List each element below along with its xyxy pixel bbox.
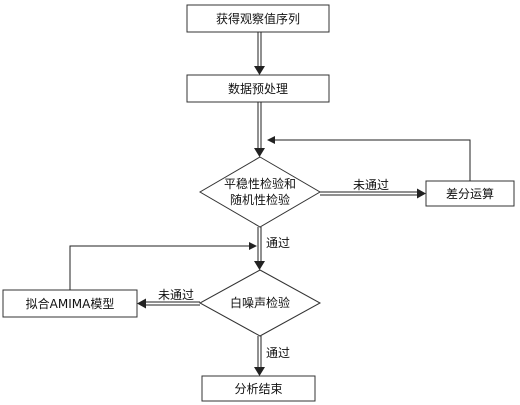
white-noise-pass-label: 通过: [266, 346, 291, 360]
start-box: [186, 4, 330, 33]
stationarity-node-label-line1: 平稳性检验和: [223, 177, 296, 191]
end-node-label: 分析结束: [234, 381, 283, 396]
arrow-white-noise-to-end: [254, 336, 265, 376]
arrow-white-noise-to-fit-model: [137, 298, 200, 309]
start-node-label: 获得观察值序列: [215, 11, 300, 26]
arrow-fit-model-loop-back: [69, 242, 257, 290]
preprocess-node-label: 数据预处理: [227, 81, 288, 96]
difference-node-label: 差分运算: [445, 186, 494, 201]
stationarity-pass-label: 通过: [266, 236, 291, 250]
arrow-stationarity-to-difference: [320, 188, 426, 199]
arrow-difference-loop-back: [267, 136, 471, 181]
stationarity-diamond: [199, 156, 321, 228]
preprocess-box: [186, 74, 330, 103]
white-noise-diamond: [198, 269, 322, 337]
white-noise-fail-label: 未通过: [158, 288, 195, 302]
arrow-stationarity-to-white-noise: [254, 227, 265, 270]
arrow-preprocess-to-stationarity: [254, 102, 265, 157]
stationarity-fail-label: 未通过: [353, 178, 390, 192]
white-noise-node-label: 白噪声检验: [229, 296, 290, 310]
stationarity-node-label-line2: 随机性检验: [229, 193, 290, 207]
fit-model-node-label: 拟合AMIMA模型: [25, 296, 115, 311]
end-box: [201, 375, 316, 402]
arrow-start-to-preprocess: [254, 32, 265, 75]
